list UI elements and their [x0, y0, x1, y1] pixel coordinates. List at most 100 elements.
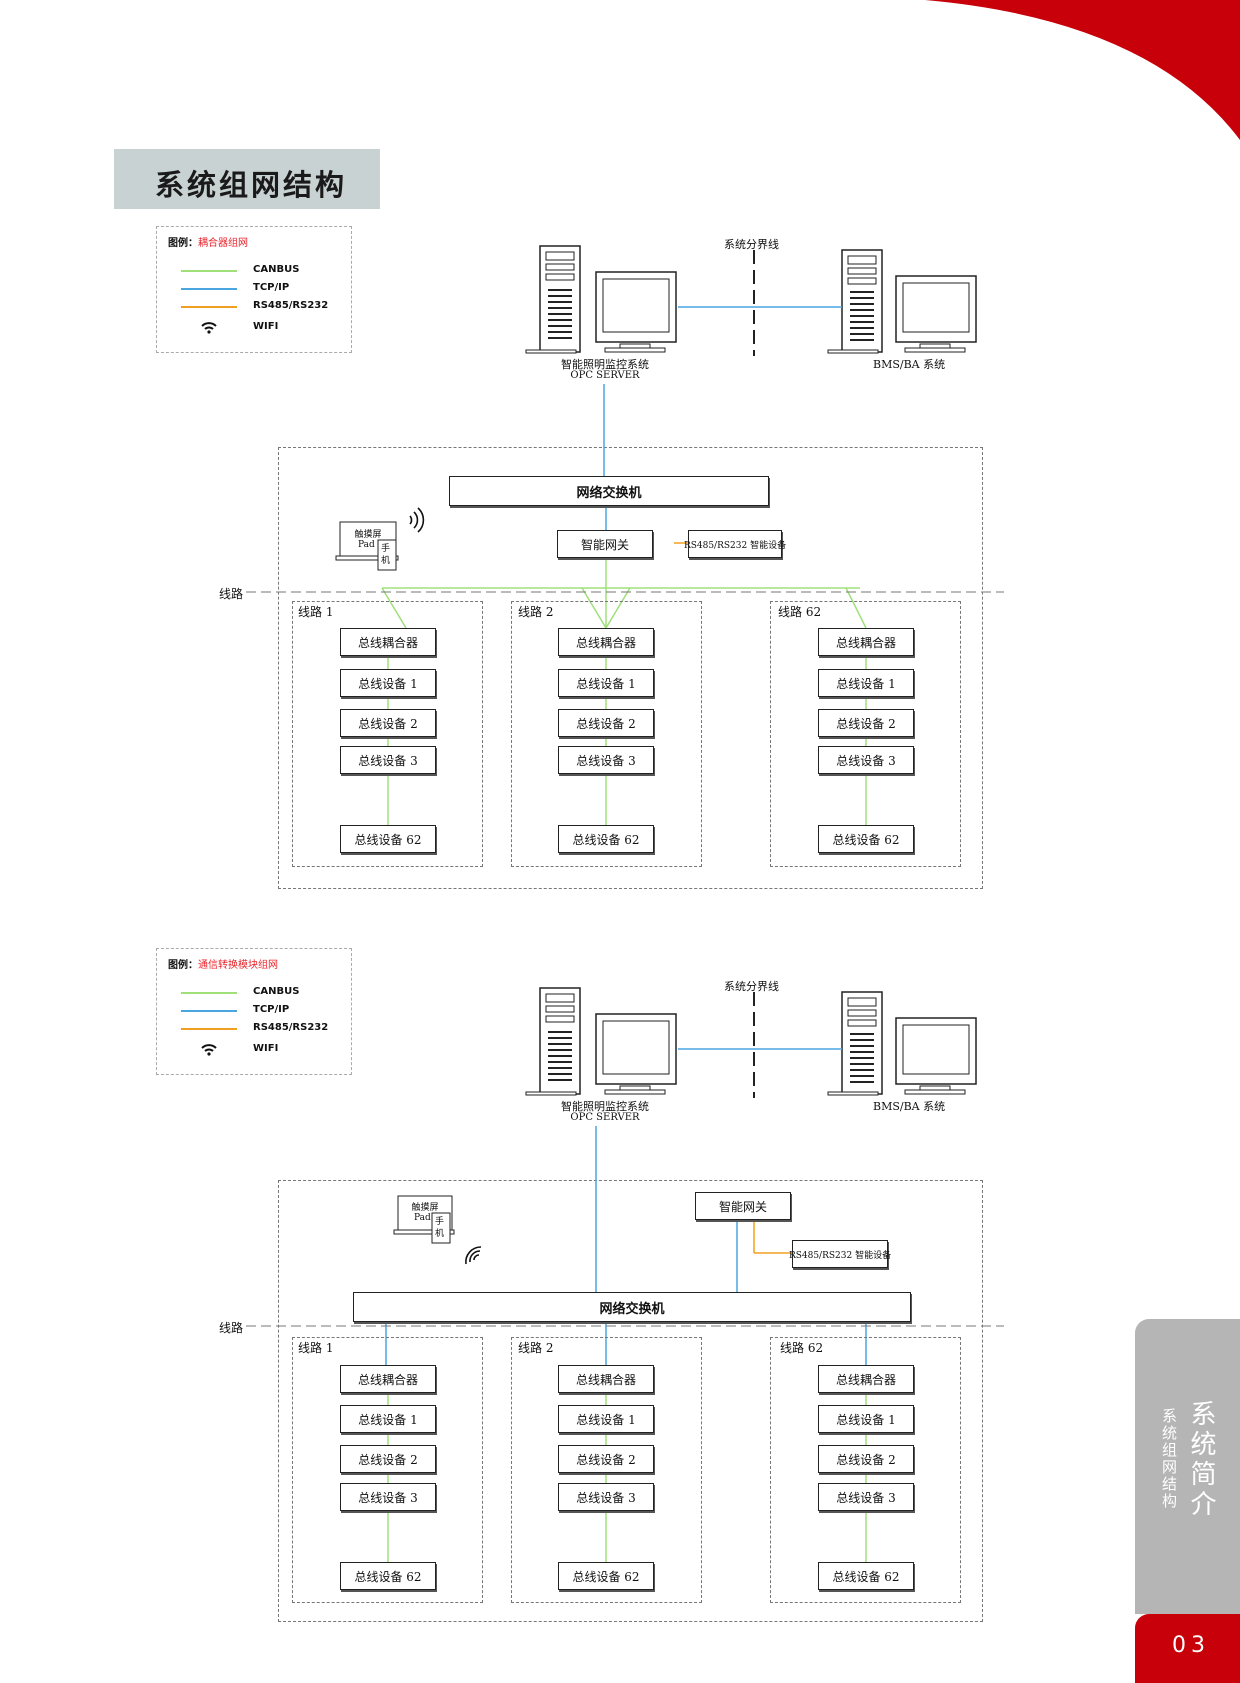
smart-gateway: 智能网关	[695, 1192, 791, 1220]
bms-label: BMS/BA 系统	[873, 358, 946, 371]
bus-device: 总线设备 2	[818, 1445, 914, 1473]
bus-device: 总线设备 2	[340, 1445, 436, 1473]
opc-server-sublabel: OPC SERVER	[570, 1112, 640, 1123]
bus-device: 总线设备 2	[340, 709, 436, 737]
legend-wifi-label: WIFI	[253, 321, 279, 332]
opc-server-sublabel: OPC SERVER	[570, 370, 640, 381]
bus-device: 总线设备 3	[558, 746, 654, 774]
legend-rs485-label: RS485/RS232	[253, 300, 329, 311]
pad-label: Pad	[414, 1213, 431, 1223]
line-group-1	[292, 601, 483, 867]
bus-device: 总线设备 1	[340, 669, 436, 697]
line-group-title: 线路 2	[518, 605, 554, 619]
legend-title: 图例：耦合器组网	[168, 234, 248, 249]
line-group-title: 线路 2	[518, 1341, 554, 1355]
bus-device: 总线设备 3	[558, 1483, 654, 1511]
bus-device: 总线设备 2	[818, 709, 914, 737]
legend-rs485-line	[181, 306, 237, 308]
section-subtitle: 系统组网结构	[1160, 1408, 1178, 1510]
legend-title-text: 耦合器组网	[198, 238, 248, 249]
legend-rs485-line	[181, 1028, 237, 1030]
bus-device: 总线设备 62	[818, 825, 914, 853]
network-switch: 网络交换机	[353, 1292, 911, 1322]
legend-title: 图例：通信转换模块组网	[168, 956, 278, 971]
bus-device: 总线设备 3	[818, 746, 914, 774]
rs485-smart-device: RS485/RS232 智能设备	[684, 530, 786, 558]
legend-canbus-label: CANBUS	[253, 986, 300, 997]
section-title: 系统简介	[1186, 1400, 1216, 1520]
page-number-tab	[1135, 1614, 1240, 1683]
legend-title-text: 通信转换模块组网	[198, 960, 278, 971]
legend-prefix: 图例：	[168, 960, 198, 971]
page-title: 系统组网结构	[155, 168, 348, 202]
bus-device: 总线设备 1	[340, 1405, 436, 1433]
bus-device: 总线设备 2	[558, 1445, 654, 1473]
system-area	[278, 447, 983, 889]
bus-device: 总线设备 1	[818, 669, 914, 697]
phone-label: 手机	[381, 544, 391, 566]
bus-device: 总线设备 62	[558, 825, 654, 853]
touch-screen-label: 触摸屏	[411, 1203, 439, 1213]
line-group-62	[770, 601, 961, 867]
legend-wifi-label: WIFI	[253, 1043, 279, 1054]
line-group-2	[511, 601, 702, 867]
pad-label: Pad	[358, 540, 375, 550]
line-group-title: 线路 62	[780, 1341, 824, 1355]
legend-prefix: 图例：	[168, 238, 198, 249]
line-group-title: 线路 62	[778, 605, 822, 619]
smart-gateway: 智能网关	[557, 530, 653, 558]
bms-label: BMS/BA 系统	[873, 1100, 946, 1113]
opc-server-label: 智能照明监控系统	[561, 1100, 649, 1113]
line-group-title: 线路 1	[298, 1341, 334, 1355]
legend-canbus-line	[181, 270, 237, 272]
legend-canbus-line	[181, 992, 237, 994]
bus-coupler: 总线耦合器	[818, 628, 914, 656]
legend-tcpip-line	[181, 288, 237, 290]
bus-device: 总线设备 62	[558, 1562, 654, 1590]
bus-coupler: 总线耦合器	[818, 1365, 914, 1393]
boundary-label: 系统分界线	[724, 238, 779, 251]
network-switch: 网络交换机	[449, 476, 769, 506]
bus-device: 总线设备 62	[818, 1562, 914, 1590]
phone-label: 手机	[435, 1217, 445, 1239]
bus-coupler: 总线耦合器	[340, 1365, 436, 1393]
legend-tcpip-label: TCP/IP	[253, 1004, 290, 1015]
legend-rs485-label: RS485/RS232	[253, 1022, 329, 1033]
line-group-2	[511, 1337, 702, 1603]
page-title-background	[114, 149, 380, 209]
boundary-label: 系统分界线	[724, 980, 779, 993]
bus-device: 总线设备 2	[558, 709, 654, 737]
legend-tcpip-line	[181, 1010, 237, 1012]
system-area	[278, 1180, 983, 1622]
line-axis-label: 线路	[219, 587, 244, 601]
opc-server-label: 智能照明监控系统	[561, 358, 649, 371]
bus-device: 总线设备 3	[818, 1483, 914, 1511]
bus-device: 总线设备 62	[340, 825, 436, 853]
bus-device: 总线设备 62	[340, 1562, 436, 1590]
touch-screen-label: 触摸屏	[354, 530, 382, 540]
line-group-1	[292, 1337, 483, 1603]
legend-tcpip-label: TCP/IP	[253, 282, 290, 293]
bus-device: 总线设备 1	[558, 1405, 654, 1433]
page-number: 03	[1172, 1633, 1210, 1658]
bus-device: 总线设备 3	[340, 746, 436, 774]
bus-coupler: 总线耦合器	[340, 628, 436, 656]
legend-canbus-label: CANBUS	[253, 264, 300, 275]
bus-coupler: 总线耦合器	[558, 1365, 654, 1393]
line-group-62	[770, 1337, 961, 1603]
rs485-smart-device: RS485/RS232 智能设备	[789, 1240, 891, 1268]
bus-device: 总线设备 1	[818, 1405, 914, 1433]
bus-device: 总线设备 3	[340, 1483, 436, 1511]
line-axis-label: 线路	[219, 1321, 244, 1335]
bus-coupler: 总线耦合器	[558, 628, 654, 656]
section-tab	[1135, 1319, 1240, 1614]
bus-device: 总线设备 1	[558, 669, 654, 697]
